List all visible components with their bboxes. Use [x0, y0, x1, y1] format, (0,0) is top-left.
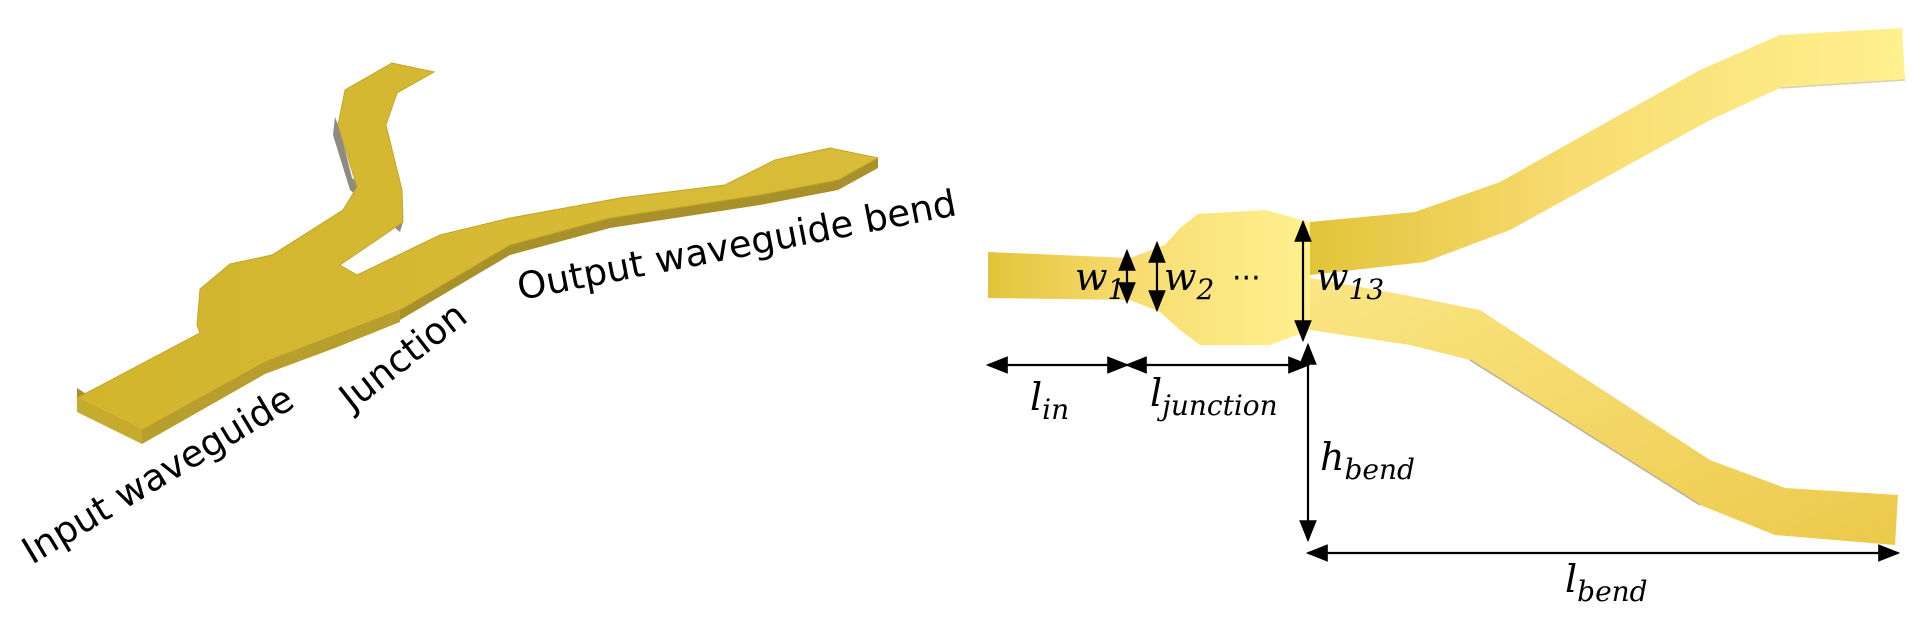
w1-label: w1	[1075, 255, 1125, 306]
w13-label: w13	[1316, 255, 1384, 306]
plan-view	[988, 28, 1906, 545]
waveguide-3d-input-end-face	[77, 398, 142, 444]
plan-upper-branch	[1310, 28, 1905, 275]
l-in-label: lin	[1030, 375, 1069, 426]
perspective-view	[75, 62, 880, 444]
plan-input-and-junction	[988, 210, 1310, 345]
ellipsis-label: ···	[1232, 261, 1261, 296]
h-bend-label: hbend	[1320, 435, 1415, 486]
l-junction-label: ljunction	[1150, 371, 1278, 422]
w2-label: w2	[1164, 255, 1214, 306]
waveguide-3d-top-face	[75, 62, 880, 431]
plan-lower-branch	[1310, 278, 1898, 545]
plan-lower-branch-edge	[1469, 359, 1701, 506]
plan-upper-branch-edge	[1779, 79, 1906, 89]
waveguide-3d-front-band	[142, 310, 400, 444]
l-bend-label: lbend	[1565, 557, 1648, 608]
dimension-lines	[985, 219, 1901, 562]
